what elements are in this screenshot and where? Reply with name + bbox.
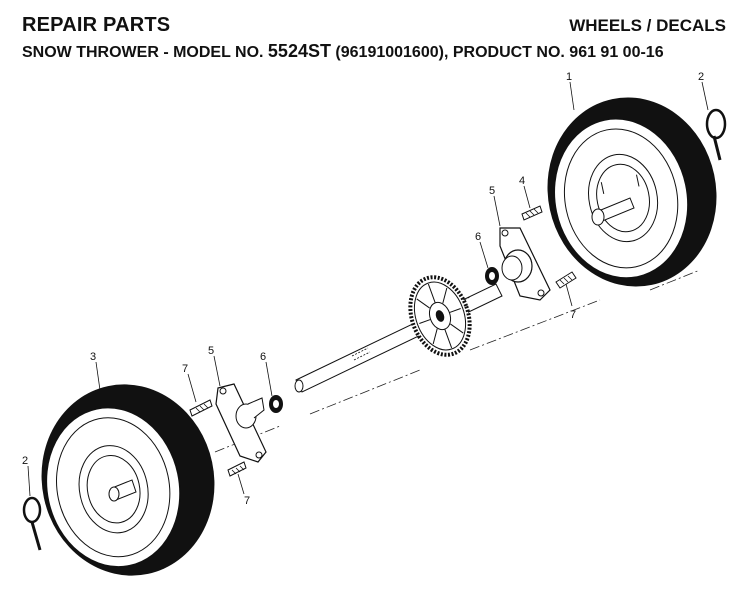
right-bearing-flange [499,227,551,301]
callout-7-left-bottom: 7 [244,495,250,507]
callout-6-right: 6 [475,231,481,243]
left-wheel [41,384,215,576]
lower-lynch-pin [22,496,42,551]
axle-shaft [294,283,503,393]
subtitle-suffix: (96191001600), PRODUCT NO. 961 91 00-16 [330,44,664,61]
callout-1: 1 [566,71,572,83]
right-lower-bolt [555,271,577,289]
callout-6-left: 6 [260,351,266,363]
callout-5-right: 5 [489,185,495,197]
section-title: REPAIR PARTS [22,14,171,36]
drive-gear [408,275,472,357]
right-wheel [547,97,717,287]
subtitle-prefix: SNOW THROWER - MODEL NO. [22,44,268,61]
callout-leaders [27,81,709,497]
callout-5-left: 5 [208,345,214,357]
right-washer [485,267,499,285]
callout-4: 4 [519,175,525,187]
page-category: WHEELS / DECALS [569,16,726,35]
upper-lynch-pin [705,108,727,161]
left-wheel-hub [108,479,137,502]
callout-2-top: 2 [698,71,704,83]
model-subtitle: SNOW THROWER - MODEL NO. 5524ST (9619100… [22,41,664,62]
right-upper-bolt [521,205,543,221]
callout-7-right: 7 [570,309,576,321]
callout-7-left-top: 7 [182,363,188,375]
left-bearing-flange [215,383,267,463]
callout-2-bottom: 2 [22,455,28,467]
callout-3: 3 [90,351,96,363]
left-upper-bolt [189,399,213,417]
left-lower-bolt [227,461,247,477]
model-number: 5524ST [267,41,331,61]
left-washer [269,395,283,413]
right-wheel-hub [591,197,635,226]
